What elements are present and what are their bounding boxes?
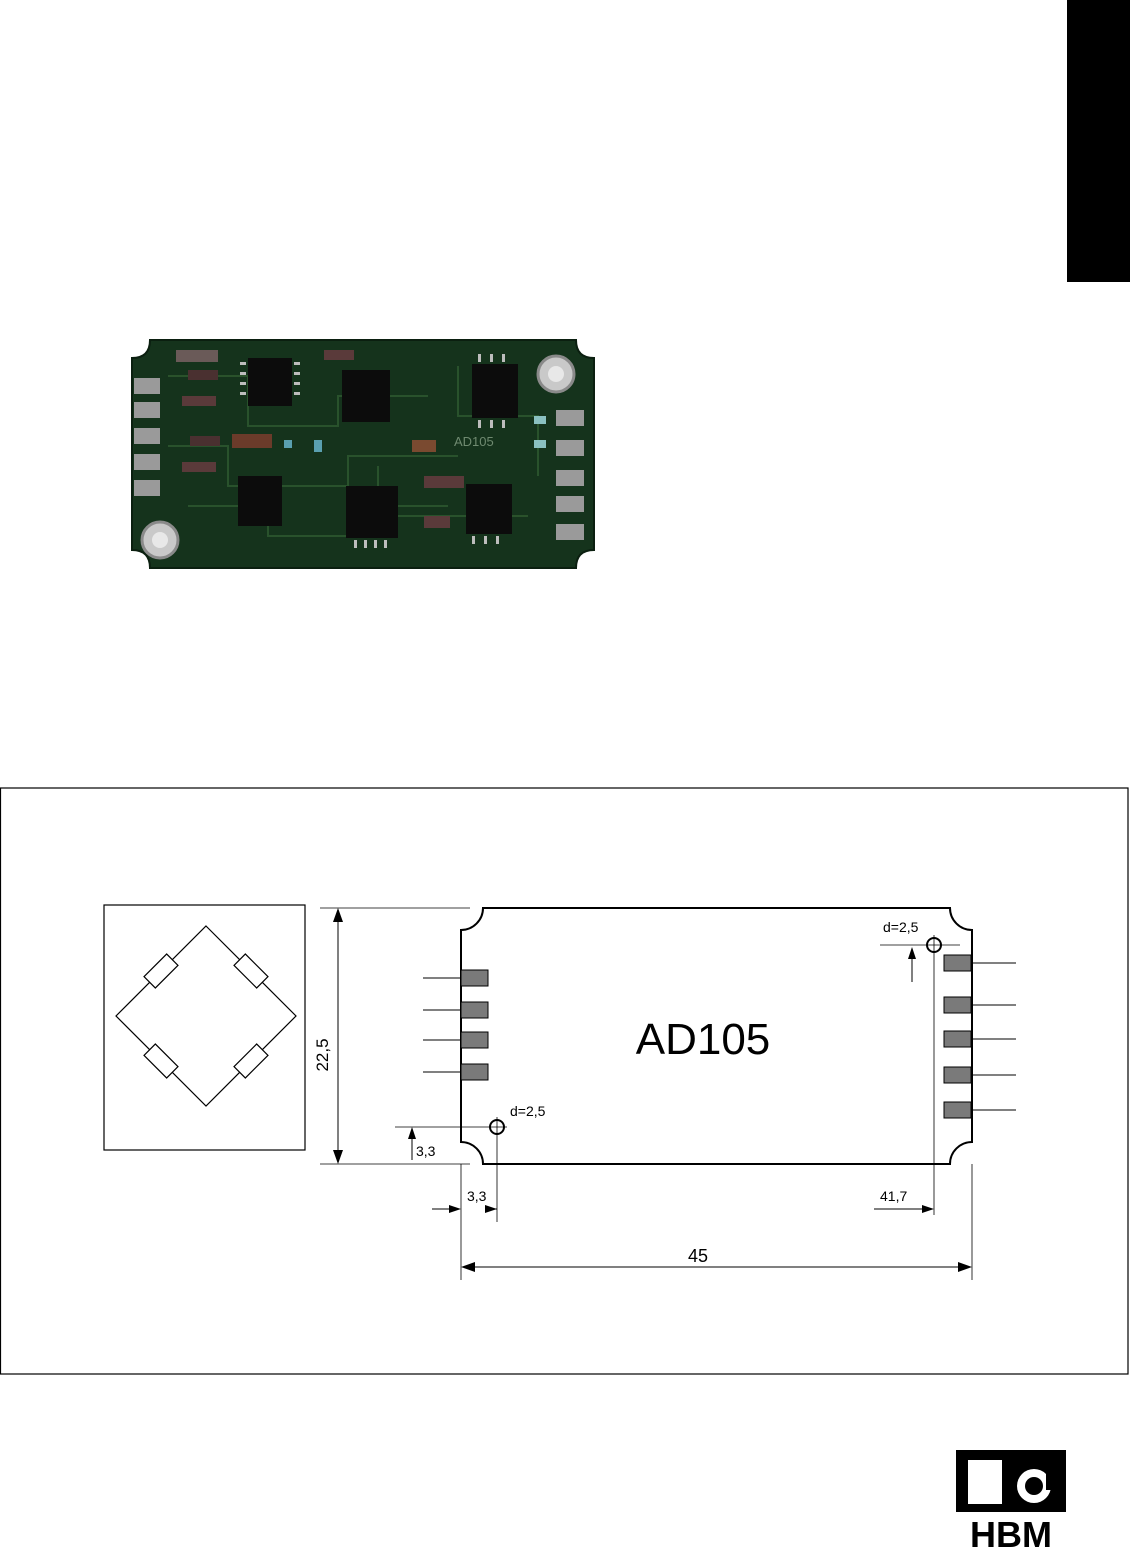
hole-bottom-left-label: d=2,5 <box>510 1103 546 1119</box>
left-pads <box>423 970 488 1080</box>
hbm-logo-text: HBM <box>970 1514 1052 1550</box>
hole-position-right-label: 41,7 <box>880 1188 907 1204</box>
bridge-schematic <box>104 905 305 1150</box>
hole-offset-y-label: 3,3 <box>416 1143 436 1159</box>
height-dimension <box>320 908 470 1164</box>
section-tab-marker <box>1067 0 1130 282</box>
pcb-silkscreen-label: AD105 <box>454 434 494 449</box>
dimension-drawing: 22,5 AD105 d=2,5 <box>0 787 1129 1375</box>
height-label: 22,5 <box>313 1038 332 1071</box>
hole-offset-x-label: 3,3 <box>467 1188 487 1204</box>
pcb-photo: AD105 <box>128 336 598 571</box>
board-product-name: AD105 <box>636 1015 771 1064</box>
hole-top-right-label: d=2,5 <box>883 919 919 935</box>
width-label: 45 <box>688 1246 708 1266</box>
hbm-logo: HBM <box>952 1446 1070 1550</box>
right-pads <box>944 955 1016 1118</box>
